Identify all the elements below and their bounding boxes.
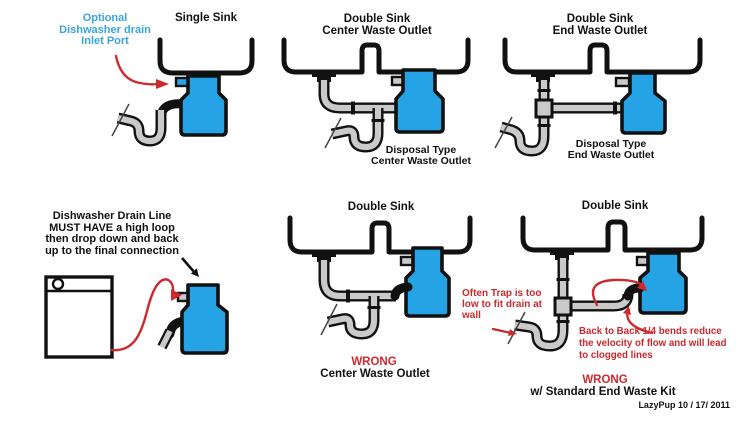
note-line: wall xyxy=(462,310,481,321)
wrong-center-verdict: WRONG xyxy=(351,356,397,368)
sink-strainer-hub xyxy=(317,257,331,262)
note-line: Back to Back 1/4 bends reduce xyxy=(579,326,722,337)
sink-strainer xyxy=(531,71,555,77)
note-line: to clogged lines xyxy=(579,350,653,361)
end-waste-p-trap-fill xyxy=(500,80,548,155)
waste-pipe xyxy=(318,260,396,302)
title-line: Double Sink xyxy=(343,13,411,25)
garbage-disposal xyxy=(179,74,228,137)
note-line: Often Trap is too xyxy=(462,288,542,299)
wall-hatch xyxy=(324,117,342,149)
wall-hatch xyxy=(494,116,513,149)
red-arrowhead xyxy=(171,289,182,301)
center-p-trap-fill xyxy=(327,296,378,338)
sink-strainer xyxy=(312,251,336,257)
trap-too-low-note: Often Trap is too low to fit drain at wa… xyxy=(462,288,542,321)
annotation-line: Inlet Port xyxy=(81,35,129,48)
tee-fitting xyxy=(553,296,573,317)
waste-pipe-fill xyxy=(320,80,398,112)
waste-pipe xyxy=(318,80,398,114)
red-loop-arrow xyxy=(591,278,647,307)
garbage-disposal xyxy=(638,251,688,315)
sink-strainer-hub xyxy=(536,77,550,82)
wrong-center-title: Double Sink xyxy=(347,201,415,213)
note-line: up to the final connection xyxy=(45,244,179,257)
wrong-center-caption: Center Waste Outlet xyxy=(320,368,430,380)
end-waste-p-trap-fill xyxy=(514,258,567,350)
garbage-disposal xyxy=(180,283,229,355)
title-line: End Waste Outlet xyxy=(552,24,648,37)
caption-line: Center Waste Outlet xyxy=(371,155,471,167)
garbage-disposal xyxy=(394,68,445,134)
dishwasher-highloop-diagram xyxy=(44,257,229,359)
wrong-end-caption: w/ Standard End Waste Kit xyxy=(530,386,676,398)
drain-stub-pipe-fill xyxy=(159,329,173,349)
double-sink-end-diagram xyxy=(494,37,703,157)
back-to-back-bends-note: Back to Back 1/4 bends reduce the veloci… xyxy=(579,326,727,362)
double-center-title: Double Sink Center Waste Outlet xyxy=(322,13,432,37)
wrong-end-diagram xyxy=(491,215,705,352)
wall-hatch xyxy=(111,103,130,137)
p-trap-pipe-fill xyxy=(117,110,165,145)
garbage-disposal xyxy=(404,246,451,318)
note-line: then drop down and back xyxy=(45,233,179,246)
note-arrowhead xyxy=(190,268,199,277)
garbage-disposal xyxy=(620,71,667,135)
trap-note-arrow xyxy=(491,327,513,335)
credit-watermark: LazyPup 10 / 17/ 2011 xyxy=(638,400,730,410)
wall-hatch xyxy=(507,311,526,345)
caption-line: End Waste Outlet xyxy=(567,149,655,161)
note-arrow xyxy=(181,257,196,274)
dishwasher-drain-hose xyxy=(110,278,175,352)
annotation-line: Optional xyxy=(82,12,128,24)
sink-outline xyxy=(281,37,471,75)
sink-outline xyxy=(520,215,705,253)
caption-line: Disposal Type xyxy=(575,138,647,150)
red-pointer-arrowhead xyxy=(623,306,631,315)
dishwasher-highloop-note: Dishwasher Drain Line MUST HAVE a high l… xyxy=(45,210,179,257)
sink-strainer xyxy=(312,71,336,77)
single-sink-title: Single Sink xyxy=(175,12,237,24)
red-arrowhead xyxy=(156,79,169,89)
red-loop-arrowhead xyxy=(637,281,647,291)
sink-outline xyxy=(502,37,703,75)
red-pointer-arrow xyxy=(114,54,159,86)
double-end-title: Double Sink End Waste Outlet xyxy=(552,13,648,37)
sink-strainer xyxy=(550,249,574,255)
single-sink-diagram xyxy=(111,37,255,147)
waste-pipe-fill xyxy=(320,260,396,300)
note-line: Dishwasher Drain Line xyxy=(52,210,172,222)
tee-fitting xyxy=(534,98,554,119)
wall-hatch xyxy=(320,303,338,336)
center-p-trap-fill xyxy=(331,108,382,151)
double-center-caption: Disposal Type Center Waste Outlet xyxy=(371,145,471,167)
dishwasher-knob xyxy=(51,277,65,291)
sink-strainer-hub xyxy=(555,255,569,260)
title-line: Double Sink xyxy=(566,13,634,25)
wrong-end-title: Double Sink xyxy=(581,200,649,212)
caption-line: Disposal Type xyxy=(385,144,457,156)
trap-note-arrowhead xyxy=(508,329,517,336)
note-line: MUST HAVE a high loop xyxy=(49,221,175,234)
note-line: low to fit drain at xyxy=(462,299,542,310)
wrong-end-verdict: WRONG xyxy=(582,374,628,386)
double-sink-center-diagram xyxy=(281,37,471,153)
disposal-outlet-elbow xyxy=(390,282,413,301)
optional-inlet-annotation: Optional Dishwasher drain Inlet Port xyxy=(59,12,151,48)
title-line: Center Waste Outlet xyxy=(322,24,432,37)
double-end-caption: Disposal Type End Waste Outlet xyxy=(568,139,655,161)
wrong-center-diagram xyxy=(287,215,473,340)
dishwasher-inlet-port xyxy=(614,76,631,88)
annotation-line: Dishwasher drain xyxy=(59,23,151,36)
note-line: the velocity of flow and will lead xyxy=(579,338,727,349)
sink-outline xyxy=(157,37,255,76)
sink-outline xyxy=(287,215,473,255)
sink-strainer-hub xyxy=(317,77,331,82)
